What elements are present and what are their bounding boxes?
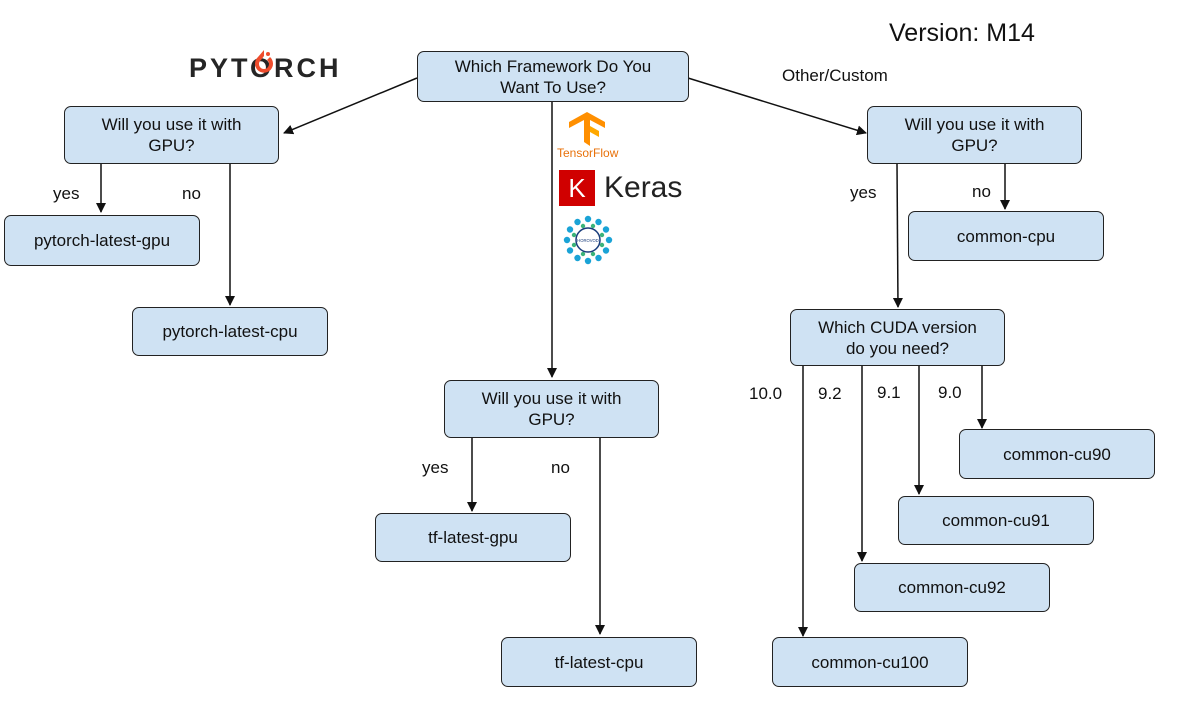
edge-root-to-pytorch <box>283 77 418 135</box>
horovod-logo-text: HOROVOD <box>577 238 599 243</box>
edge-root-to-other <box>687 77 867 136</box>
keras-mark-icon: K <box>559 170 595 206</box>
pytorch-latest-cpu-box: pytorch-latest-cpu <box>132 307 328 356</box>
edge-label-custom-yes: yes <box>850 183 877 202</box>
edge-label-tf-no: no <box>551 458 570 477</box>
keras-logo-text: Keras <box>604 171 683 204</box>
edge-label-custom-no: no <box>972 182 991 201</box>
tensorflow-icon <box>569 112 605 146</box>
horovod-icon: HOROVOD <box>563 215 613 265</box>
common-cu91-box: common-cu91 <box>898 496 1094 545</box>
tf-latest-gpu-box: tf-latest-gpu <box>375 513 571 562</box>
pytorch-logo-text: PYTORCH <box>189 53 342 83</box>
edge-label-cuda-10-0: 10.0 <box>749 384 783 403</box>
tensorflow-logo-text: TensorFlow <box>557 146 619 160</box>
edge-label-other-custom: Other/Custom <box>782 66 888 85</box>
cuda-version-question-box: Which CUDA version do you need? <box>790 309 1005 366</box>
pytorch-latest-gpu-box: pytorch-latest-gpu <box>4 215 200 266</box>
common-cu90-box: common-cu90 <box>959 429 1155 479</box>
common-cu100-box: common-cu100 <box>772 637 968 687</box>
edge-label-cuda-9-0: 9.0 <box>938 383 962 402</box>
edge-label-cuda-9-1: 9.1 <box>877 383 901 402</box>
tf-latest-cpu-box: tf-latest-cpu <box>501 637 697 687</box>
pytorch-flame-icon <box>255 50 273 73</box>
common-cu92-box: common-cu92 <box>854 563 1050 612</box>
custom-gpu-question-box: Will you use it with GPU? <box>867 106 1082 164</box>
edge-label-pytorch-yes: yes <box>53 184 80 203</box>
pytorch-gpu-question-box: Will you use it with GPU? <box>64 106 279 164</box>
version-label: Version: M14 <box>889 19 1035 47</box>
tf-gpu-question-box: Will you use it with GPU? <box>444 380 659 438</box>
edge-label-cuda-9-2: 9.2 <box>818 384 842 403</box>
edge-label-tf-yes: yes <box>422 458 449 477</box>
root-question-box: Which Framework Do You Want To Use? <box>417 51 689 102</box>
edge-label-pytorch-no: no <box>182 184 201 203</box>
common-cpu-box: common-cpu <box>908 211 1104 261</box>
edge-cu-yes <box>892 163 903 308</box>
